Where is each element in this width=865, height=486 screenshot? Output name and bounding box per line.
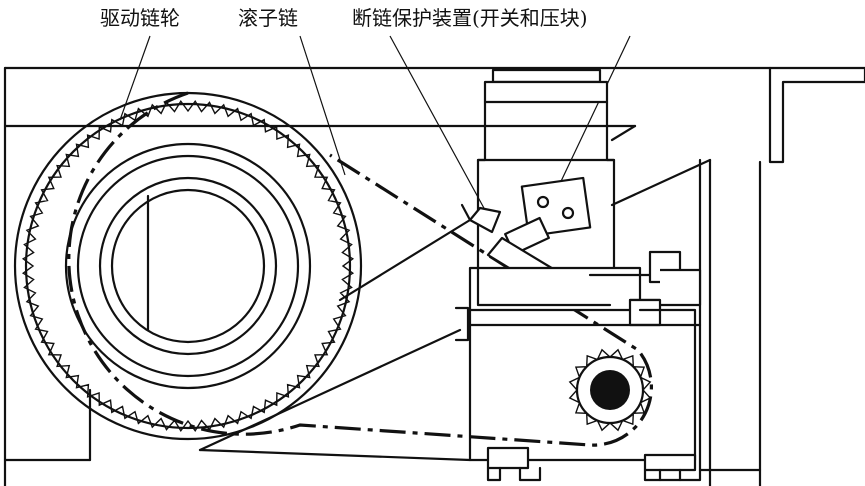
label-drive-sprocket: 驱动链轮 — [100, 6, 180, 30]
roller-chain — [67, 91, 653, 447]
drive-sprocket — [13, 91, 363, 441]
motor-housing — [476, 68, 616, 270]
base-feet — [486, 446, 762, 482]
output-sprocket-teeth — [568, 348, 652, 432]
machine-frame — [3, 66, 865, 486]
drive-sprocket-teeth — [21, 99, 355, 433]
gearbox-block — [454, 250, 702, 462]
label-break-protection: 断链保护装置(开关和压块) — [352, 6, 588, 30]
support-lines — [198, 218, 472, 462]
label-roller-chain: 滚子链 — [238, 6, 298, 30]
output-sprocket — [568, 348, 652, 432]
